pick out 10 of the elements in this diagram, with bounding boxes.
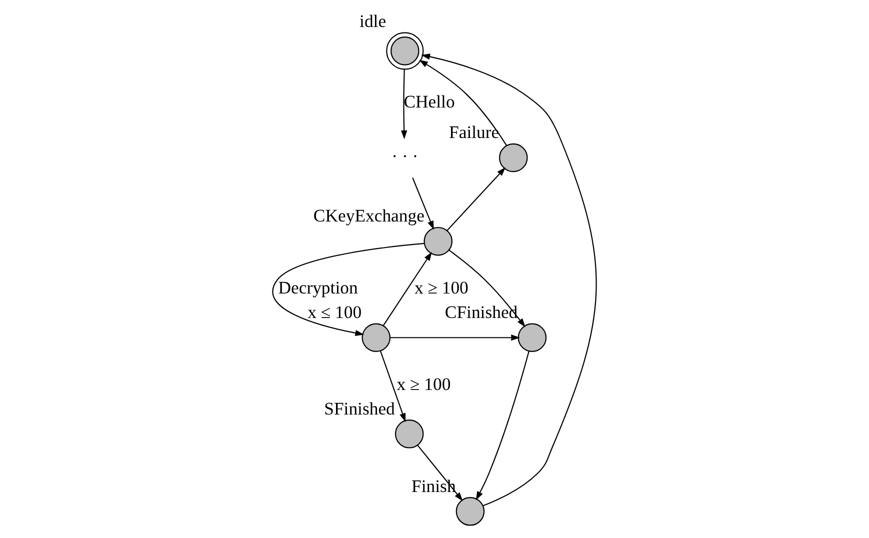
edge-label: Decryption: [278, 278, 358, 298]
node-label: Failure: [449, 122, 500, 142]
node-label: SFinished: [324, 398, 395, 418]
node-text: · · ·: [392, 146, 418, 166]
edge-label: x ≥ 100: [414, 278, 468, 298]
edge-label: x ≥ 100: [396, 374, 451, 394]
node-label: CKeyExchange: [313, 206, 424, 226]
node-label: x ≤ 100: [308, 302, 362, 322]
node-label: idle: [360, 10, 386, 31]
edge-label: CHello: [404, 92, 455, 112]
